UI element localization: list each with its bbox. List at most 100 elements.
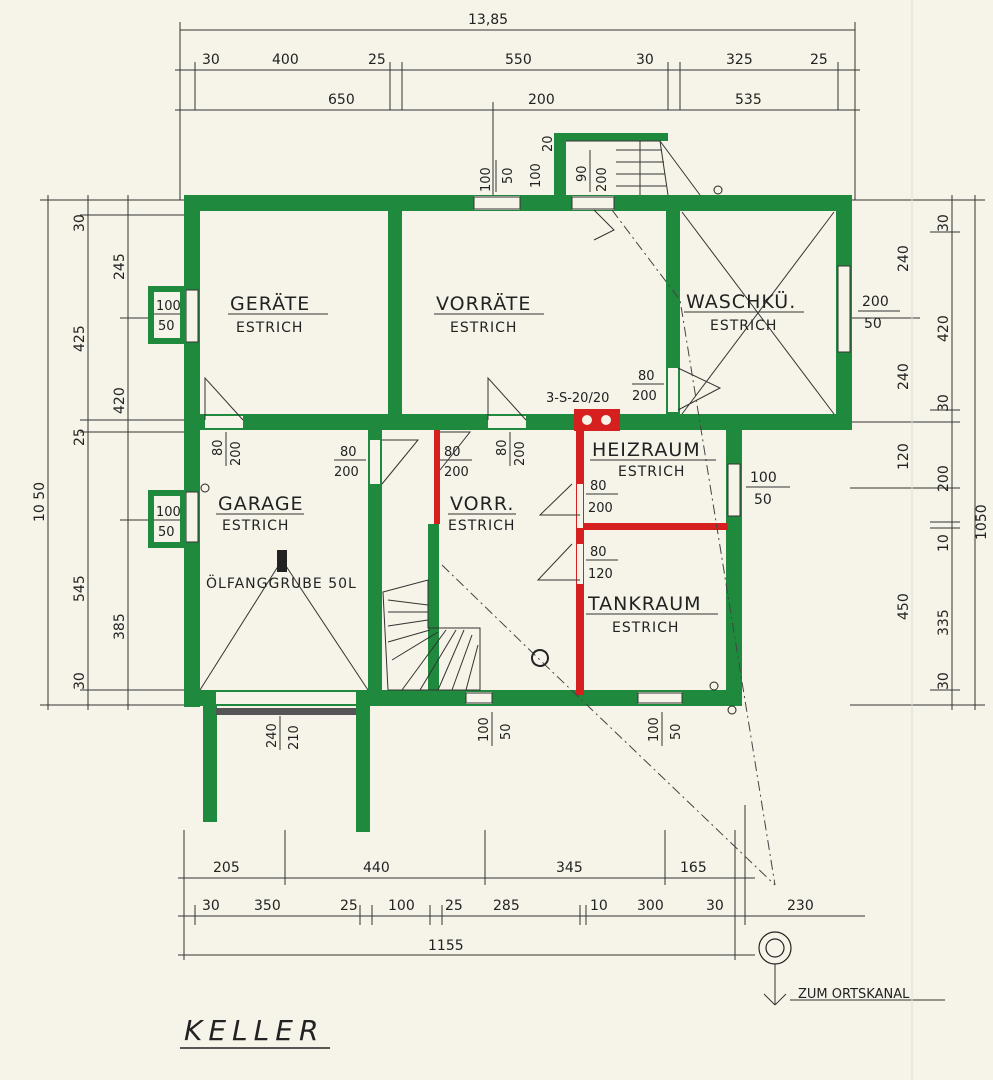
top-dimensions: 13,85 30 400 25 550 30 325 25 650 200 53… [175, 12, 860, 200]
label-window-stair-h: 20 [541, 135, 556, 152]
dim-left-inner-4: 385 [112, 613, 128, 640]
room-waschk-floor: ESTRICH [710, 318, 777, 334]
dim-right-inner-4: 10 [936, 534, 952, 552]
label-door-geraete-h: 200 [229, 441, 244, 466]
dim-bot-r2-9: 230 [787, 898, 814, 914]
label-garage-door-w: 240 [265, 723, 280, 748]
dim-bot-r2-5: 285 [493, 898, 520, 914]
dim-right-inner-1: 420 [936, 315, 952, 342]
room-garage-name: GARAGE [218, 493, 304, 515]
dim-bot-r2-2: 25 [340, 898, 358, 914]
room-vorr-floor: ESTRICH [448, 518, 515, 534]
left-dimensions: 10 50 425 545 30 245 420 25 385 30 [32, 195, 195, 710]
label-door-tank-h: 120 [588, 567, 613, 582]
dim-bot-r2-1: 350 [254, 898, 281, 914]
dim-top-r1-5: 325 [726, 52, 753, 68]
dim-top-r2-0: 650 [328, 92, 355, 108]
label-window-bottom-vorr-h: 50 [499, 723, 514, 740]
dim-right-total: 1050 [974, 504, 990, 540]
chimney-label: 3-S-20/20 [546, 391, 609, 406]
dim-right-outer-1: 240 [896, 363, 912, 390]
dim-bot-r1-3: 165 [680, 860, 707, 876]
label-window-bottom-tank-w: 100 [647, 717, 662, 742]
dim-top-r1-1: 400 [272, 52, 299, 68]
room-tank-name: TANKRAUM [587, 593, 702, 615]
dim-left-inner-0: 30 [72, 214, 88, 232]
bottom-dimensions: 205 440 345 165 30 350 25 100 25 285 10 … [178, 805, 865, 960]
label-door-vorr-w: 80 [444, 445, 461, 460]
label-door-heiz-w: 80 [590, 479, 607, 494]
dim-left-outer-1: 545 [72, 575, 88, 602]
label-door-vorraete-h: 200 [513, 441, 528, 466]
drain-label: ZUM ORTSKANAL [798, 987, 910, 1002]
dim-bot-r2-7: 300 [637, 898, 664, 914]
dim-left-inner-5: 30 [72, 672, 88, 690]
dim-bot-r2-8: 30 [706, 898, 724, 914]
dim-bot-r2-4: 25 [445, 898, 463, 914]
plan-title: KELLER [184, 1014, 324, 1047]
room-tank-floor: ESTRICH [612, 620, 679, 636]
room-geraete-name: GERÄTE [230, 292, 310, 315]
right-dimensions: 240 240 120 450 30 420 30 200 10 335 30 … [850, 195, 990, 710]
dim-top-r2-2: 535 [735, 92, 762, 108]
room-vorraete-name: VORRÄTE [436, 292, 531, 315]
room-garage-floor: ESTRICH [222, 518, 289, 534]
dim-left-inner-1: 245 [112, 253, 128, 280]
label-garage-door-h: 210 [287, 725, 302, 750]
room-geraete-floor: ESTRICH [236, 320, 303, 336]
label-window-waschk-h: 50 [864, 316, 882, 332]
door-swings [204, 209, 722, 581]
label-window-garage-w: 100 [156, 505, 181, 520]
label-door-waschk-w: 80 [638, 369, 655, 384]
dim-top-r1-2: 25 [368, 52, 386, 68]
dim-top-r1-4: 30 [636, 52, 654, 68]
walls [148, 133, 852, 832]
dim-right-outer-0: 240 [896, 245, 912, 272]
stairs [382, 140, 701, 691]
dim-right-inner-5: 335 [936, 609, 952, 636]
dim-left-total: 10 50 [32, 482, 48, 522]
label-window-top-h: 50 [501, 167, 516, 184]
dim-bot-r2-0: 30 [202, 898, 220, 914]
dim-right-outer-2: 120 [896, 443, 912, 470]
room-heiz-name: HEIZRAUM [592, 439, 701, 461]
label-window-stair-w: 100 [529, 163, 544, 188]
dim-right-inner-0: 30 [936, 214, 952, 232]
room-labels: GERÄTE ESTRICH VORRÄTE ESTRICH WASCHKÜ. … [206, 290, 804, 636]
room-diagonals [199, 211, 835, 691]
dim-top-r2-1: 200 [528, 92, 555, 108]
oil-sump [277, 550, 287, 572]
dim-left-outer-0: 425 [72, 325, 88, 352]
label-window-geraete-h: 50 [158, 319, 175, 334]
label-door-stair-h: 200 [595, 167, 610, 192]
manhole-icon [758, 931, 945, 1006]
label-door-geraete-w: 80 [211, 439, 226, 456]
dim-right-inner-2: 30 [936, 394, 952, 412]
dim-bot-r1-2: 345 [556, 860, 583, 876]
label-window-bottom-vorr-w: 100 [477, 717, 492, 742]
label-window-heiz-w: 100 [750, 470, 777, 486]
label-door-garage-h: 200 [334, 465, 359, 480]
dim-bot-r2-3: 100 [388, 898, 415, 914]
opening-labels: 100 50 100 50 100 50 100 20 90 200 200 5… [154, 135, 900, 750]
room-vorraete-floor: ESTRICH [450, 320, 517, 336]
label-door-waschk-h: 200 [632, 389, 657, 404]
room-garage-note: ÖLFANGGRUBE 50L [206, 574, 357, 592]
dim-left-inner-3: 25 [72, 428, 88, 446]
dim-right-inner-3: 200 [936, 465, 952, 492]
label-window-bottom-tank-h: 50 [669, 723, 684, 740]
room-waschk-name: WASCHKÜ. [686, 290, 796, 313]
dim-top-r1-0: 30 [202, 52, 220, 68]
room-vorr-name: VORR. [450, 493, 514, 515]
dim-top-r1-3: 550 [505, 52, 532, 68]
label-door-garage-w: 80 [340, 445, 357, 460]
label-door-heiz-h: 200 [588, 501, 613, 516]
dim-right-inner-6: 30 [936, 672, 952, 690]
label-door-vorr-h: 200 [444, 465, 469, 480]
label-window-waschk-w: 200 [862, 294, 889, 310]
dim-left-inner-2: 420 [112, 387, 128, 414]
dim-top-r1-6: 25 [810, 52, 828, 68]
label-window-garage-h: 50 [158, 525, 175, 540]
drain-line [200, 185, 776, 886]
